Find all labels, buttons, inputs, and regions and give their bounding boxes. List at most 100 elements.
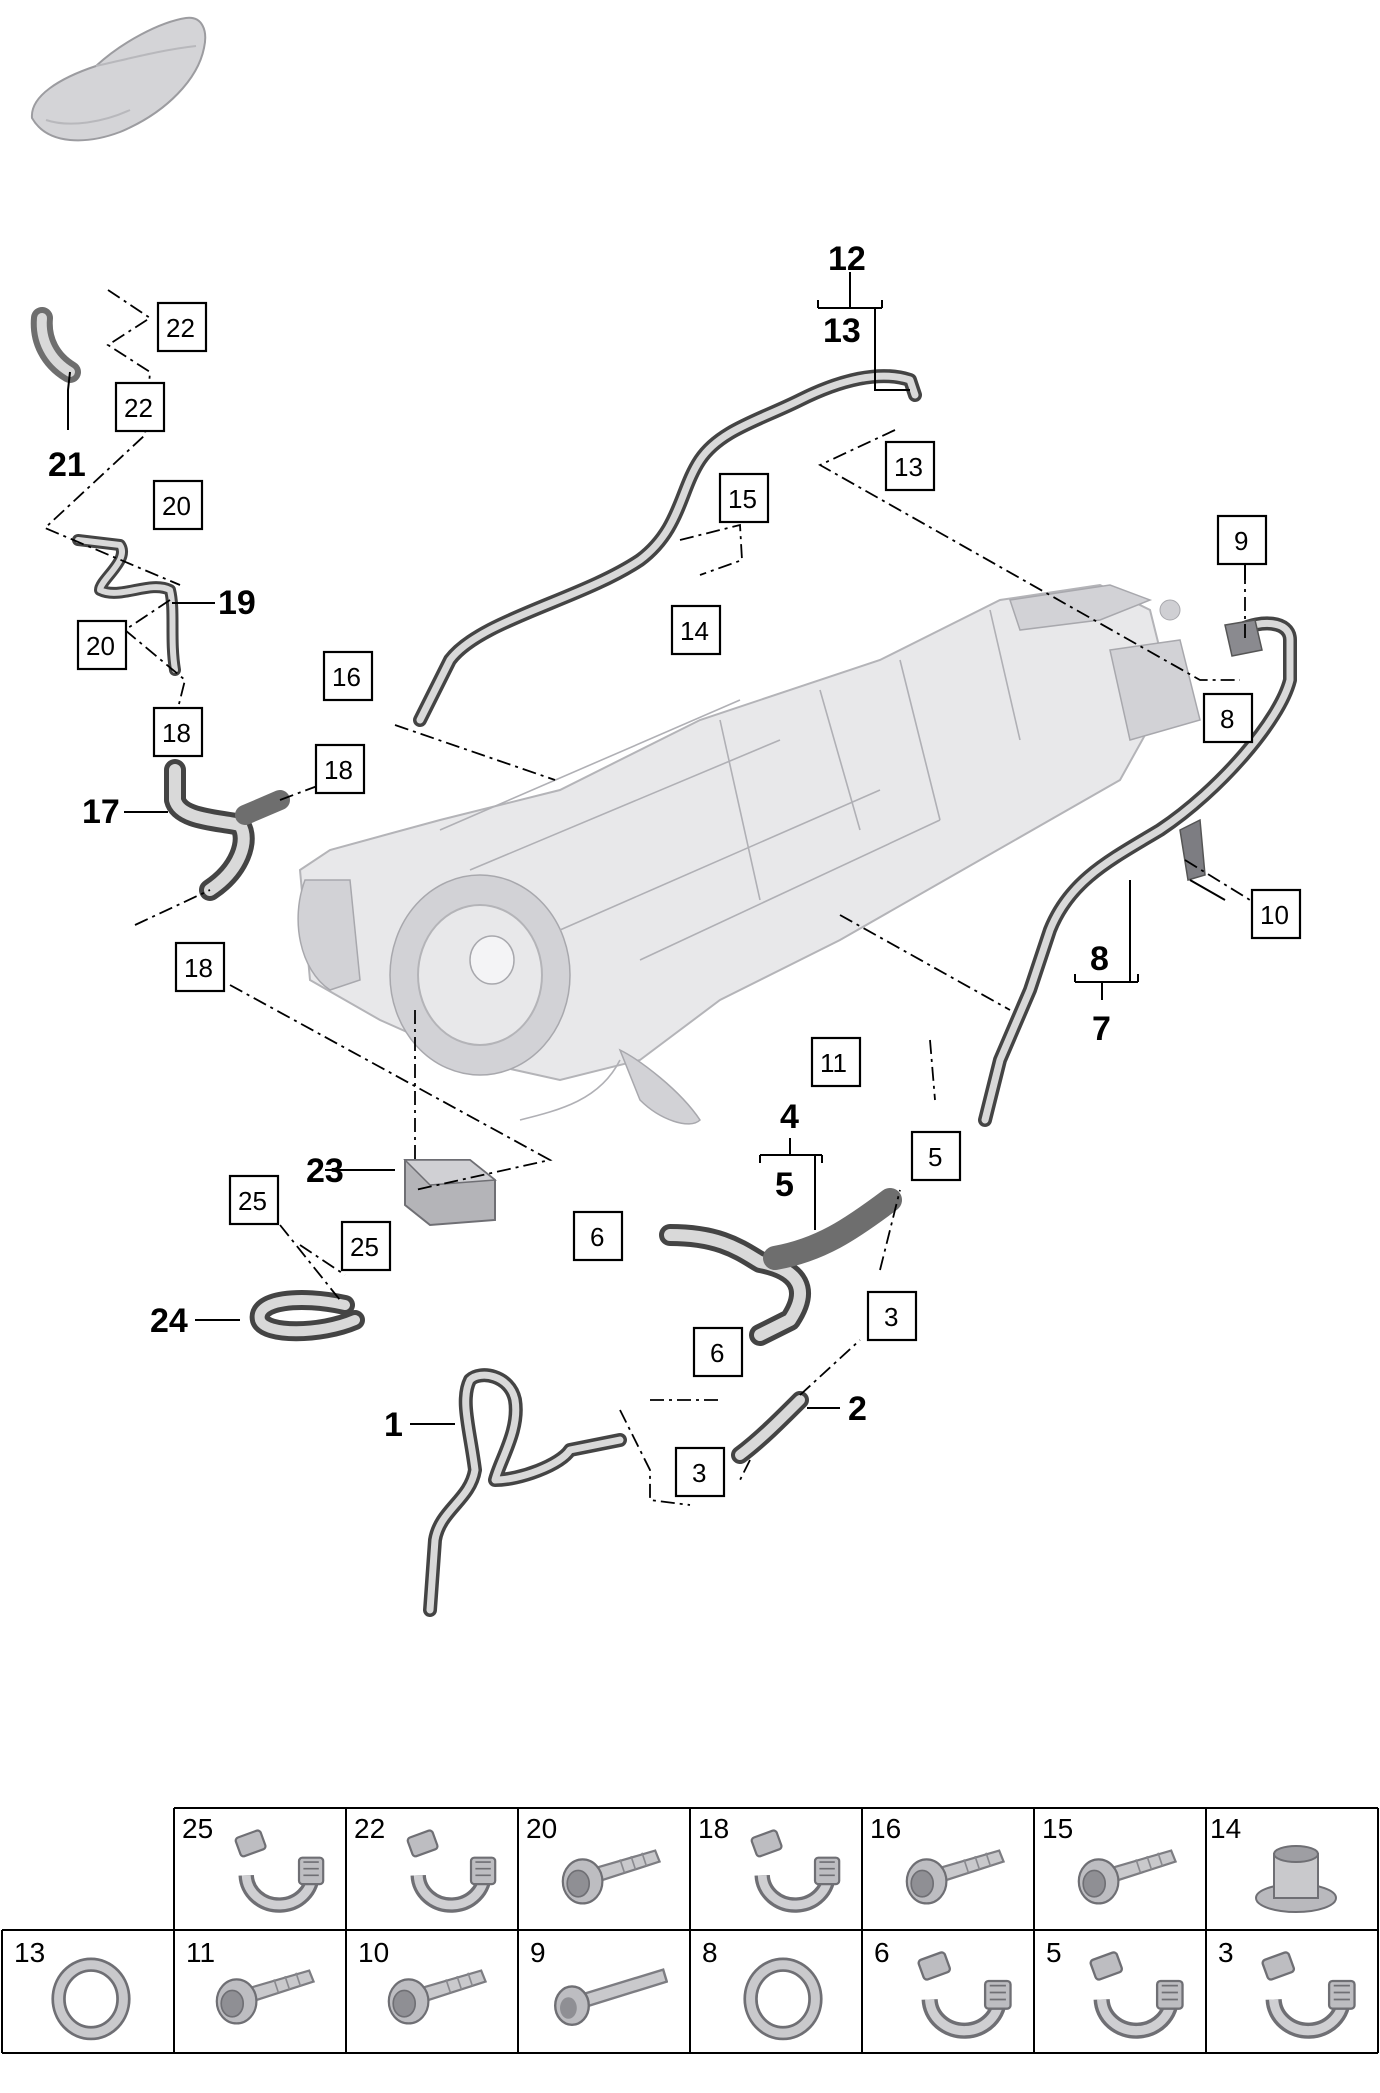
bolt-icon (1077, 1849, 1177, 1905)
callout-21: 21 (48, 446, 86, 484)
hardware-cell-5: 5 (1046, 1937, 1183, 2031)
long-bolt-icon (553, 1968, 668, 2027)
callout-1: 1 (384, 1406, 403, 1444)
ref-box-11: 11 (810, 1036, 862, 1088)
svg-text:18: 18 (184, 953, 213, 983)
hose-clamp-icon (1262, 1951, 1355, 2030)
ref-box-15: 15 (718, 472, 770, 524)
ref-box-6-lower: 6 (692, 1326, 744, 1378)
hose-24 (249, 1290, 365, 1342)
svg-text:3: 3 (692, 1458, 706, 1488)
ref-box-18-top: 18 (152, 706, 204, 758)
svg-text:18: 18 (698, 1813, 729, 1844)
hose-4-5 (659, 1188, 902, 1346)
svg-text:25: 25 (238, 1186, 267, 1216)
callout-17: 17 (82, 793, 120, 831)
hardware-cell-6: 6 (874, 1937, 1011, 2031)
svg-text:22: 22 (166, 313, 195, 343)
bolt-icon (387, 1969, 487, 2025)
svg-text:8: 8 (702, 1937, 718, 1968)
hose-clamp-icon (407, 1830, 495, 1905)
hardware-cell-3: 3 (1218, 1937, 1355, 2031)
hardware-cell-8: 8 (702, 1937, 815, 2033)
hose-2 (731, 1391, 809, 1464)
callout-12: 12 (828, 240, 866, 278)
o-ring-icon (59, 1965, 124, 2033)
hardware-cell-16: 16 (870, 1813, 1005, 1905)
ref-box-20-bottom: 20 (76, 619, 128, 671)
svg-text:11: 11 (820, 1048, 847, 1078)
svg-text:5: 5 (1046, 1937, 1062, 1968)
ref-box-13: 13 (884, 440, 936, 492)
hose-clamp-icon (1090, 1951, 1183, 2030)
transmission-housing (297, 583, 1201, 1125)
callout-13: 13 (823, 312, 861, 350)
svg-text:15: 15 (1042, 1813, 1073, 1844)
ref-box-18-mid: 18 (314, 743, 366, 795)
svg-text:5: 5 (928, 1142, 942, 1172)
callout-8: 8 (1090, 940, 1109, 978)
ref-box-22-bottom: 22 (114, 381, 166, 433)
callout-23: 23 (306, 1152, 344, 1190)
svg-text:22: 22 (124, 393, 153, 423)
ref-box-3-upper: 3 (866, 1290, 918, 1342)
callout-4: 4 (780, 1098, 799, 1136)
ref-box-22-top: 22 (156, 301, 208, 353)
svg-text:6: 6 (590, 1222, 604, 1252)
bolt-icon (215, 1969, 315, 2025)
bolt-icon (905, 1849, 1005, 1905)
callout-19: 19 (218, 584, 256, 622)
callout-5: 5 (775, 1166, 794, 1204)
hardware-cell-18: 18 (698, 1813, 839, 1905)
svg-text:8: 8 (1220, 704, 1234, 734)
fitting-9 (1224, 619, 1263, 657)
bolt-icon (561, 1849, 661, 1905)
hose-clamp-icon (235, 1830, 323, 1905)
hardware-cell-25: 25 (182, 1813, 323, 1905)
hardware-cell-13: 13 (14, 1937, 123, 2033)
svg-text:6: 6 (874, 1937, 890, 1968)
ref-box-6-left: 6 (572, 1210, 624, 1262)
hose-clamp-icon (918, 1951, 1011, 2030)
part-number-callouts: 12 13 21 19 17 8 7 4 5 23 24 1 2 (48, 240, 1111, 1444)
svg-text:13: 13 (894, 452, 923, 482)
reference-boxes: 22 22 20 20 18 18 18 16 15 14 13 9 8 10 … (76, 301, 1302, 1498)
hardware-cell-22: 22 (354, 1813, 495, 1905)
bushing-icon (1255, 1845, 1337, 1913)
callout-2: 2 (848, 1390, 867, 1428)
hose-7-8 (978, 616, 1297, 1127)
ref-box-14: 14 (670, 604, 722, 656)
svg-text:16: 16 (332, 662, 361, 692)
svg-text:15: 15 (728, 484, 757, 514)
svg-text:9: 9 (1234, 526, 1248, 556)
ref-box-8: 8 (1202, 692, 1254, 744)
hose-clamp-icon (751, 1830, 839, 1905)
hardware-cell-20: 20 (526, 1813, 661, 1905)
ref-box-16: 16 (322, 650, 374, 702)
o-ring-icon (751, 1965, 816, 2033)
ref-box-18-bottom: 18 (174, 941, 226, 993)
svg-text:14: 14 (680, 616, 709, 646)
callout-24: 24 (150, 1302, 188, 1340)
svg-text:9: 9 (530, 1937, 546, 1968)
svg-text:11: 11 (186, 1937, 215, 1968)
svg-text:10: 10 (358, 1937, 389, 1968)
ref-box-20-top: 20 (152, 479, 204, 531)
vehicle-silhouette-icon (30, 16, 207, 142)
hardware-cell-15: 15 (1042, 1813, 1177, 1905)
svg-text:13: 13 (14, 1937, 45, 1968)
svg-text:3: 3 (1218, 1937, 1234, 1968)
ref-box-9: 9 (1216, 514, 1268, 566)
hose-21 (30, 307, 81, 383)
svg-text:20: 20 (162, 491, 191, 521)
svg-text:25: 25 (350, 1232, 379, 1262)
ref-box-3-lower: 3 (674, 1446, 726, 1498)
hose-17 (164, 759, 290, 901)
hardware-cell-9: 9 (530, 1937, 668, 2027)
svg-text:18: 18 (162, 718, 191, 748)
ref-box-25-mid: 25 (340, 1220, 392, 1272)
callout-7: 7 (1092, 1010, 1111, 1048)
hardware-table: 25 22 20 18 16 15 14 13 11 10 9 8 6 5 3 (1, 1807, 1379, 2054)
svg-text:25: 25 (182, 1813, 213, 1844)
